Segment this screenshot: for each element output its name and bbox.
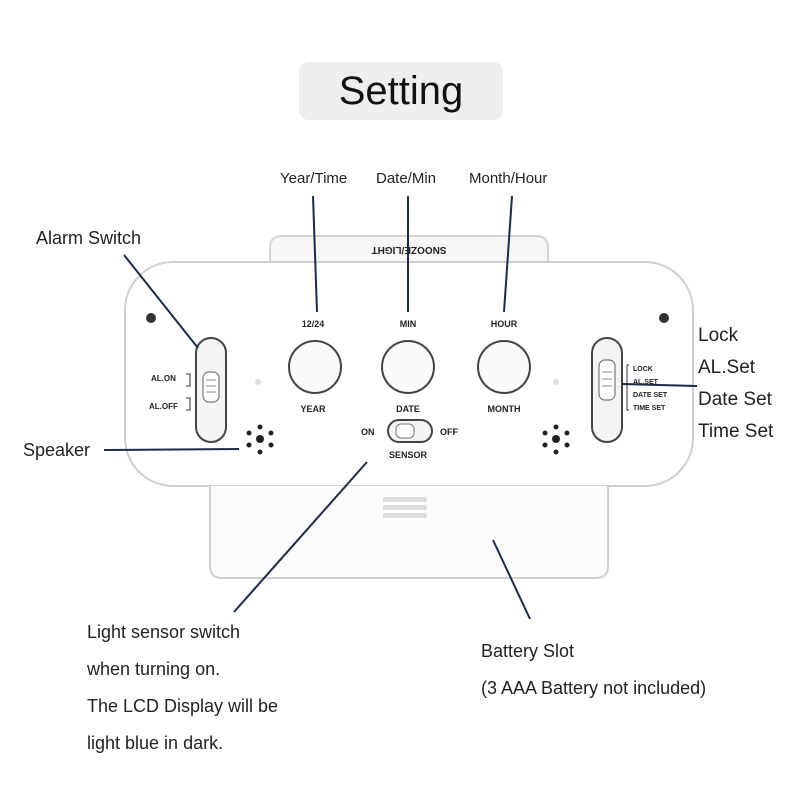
button-year-time[interactable] (288, 340, 342, 394)
label-date-min: Date/Min (376, 170, 437, 187)
leader-year-time (312, 195, 318, 313)
btn-label-year: YEAR (300, 404, 326, 414)
screw-hole-right (659, 313, 669, 323)
sensor-off-label: OFF (440, 427, 458, 437)
label-sensor-line2: when turning on. (87, 659, 221, 679)
sensor-label: SENSOR (389, 450, 428, 460)
btn-label-month: MONTH (488, 404, 521, 414)
label-time-set: Time Set (698, 421, 774, 442)
mode-dateset-label: DATE SET (633, 392, 668, 399)
label-battery-note: (3 AAA Battery not included) (481, 678, 707, 698)
mode-lock-label: LOCK (633, 366, 653, 373)
alarm-off-label: AL.OFF (149, 402, 178, 411)
title-banner: Setting (299, 62, 503, 120)
alarm-switch[interactable] (195, 337, 227, 443)
label-month-hour: Month/Hour (469, 170, 548, 187)
mode-switch[interactable] (591, 337, 623, 443)
leader-month-hour (503, 195, 513, 313)
label-year-time: Year/Time (280, 170, 348, 187)
leader-battery (492, 539, 531, 620)
label-sensor-line3: The LCD Display will be (87, 696, 279, 716)
leader-lines (103, 195, 698, 620)
label-date-set: Date Set (698, 389, 772, 410)
label-speaker: Speaker (23, 440, 91, 460)
btn-label-12-24: 12/24 (302, 319, 325, 329)
mode-timeset-label: TIME SET (633, 405, 666, 412)
button-date-min[interactable] (381, 340, 435, 394)
leader-sensor (233, 461, 368, 613)
label-sensor-line1: Light sensor switch (87, 622, 241, 642)
dimple-left (255, 379, 261, 385)
screw-hole-left (146, 313, 156, 323)
label-al-set: AL.Set (698, 357, 756, 378)
leader-alarm-switch (123, 254, 199, 349)
leader-speaker (103, 448, 240, 451)
light-sensor-switch[interactable] (387, 419, 433, 443)
alarm-on-label: AL.ON (151, 374, 176, 383)
btn-label-date: DATE (396, 404, 420, 414)
label-battery-slot: Battery Slot (481, 641, 575, 661)
label-lock: Lock (698, 325, 739, 346)
mode-alset-label: AL.SET (633, 379, 659, 386)
speaker-grille-right (542, 424, 570, 455)
btn-label-min: MIN (400, 319, 417, 329)
battery-compartment[interactable] (209, 486, 609, 579)
btn-label-hour: HOUR (491, 319, 518, 329)
button-month-hour[interactable] (477, 340, 531, 394)
speaker-grille-left (246, 424, 274, 455)
label-sensor-line4: light blue in dark. (87, 733, 224, 753)
dimple-right (553, 379, 559, 385)
label-alarm-switch: Alarm Switch (36, 228, 142, 248)
leader-mode-switch (621, 383, 698, 387)
sensor-on-label: ON (361, 427, 375, 437)
page-title: Setting (338, 68, 464, 113)
